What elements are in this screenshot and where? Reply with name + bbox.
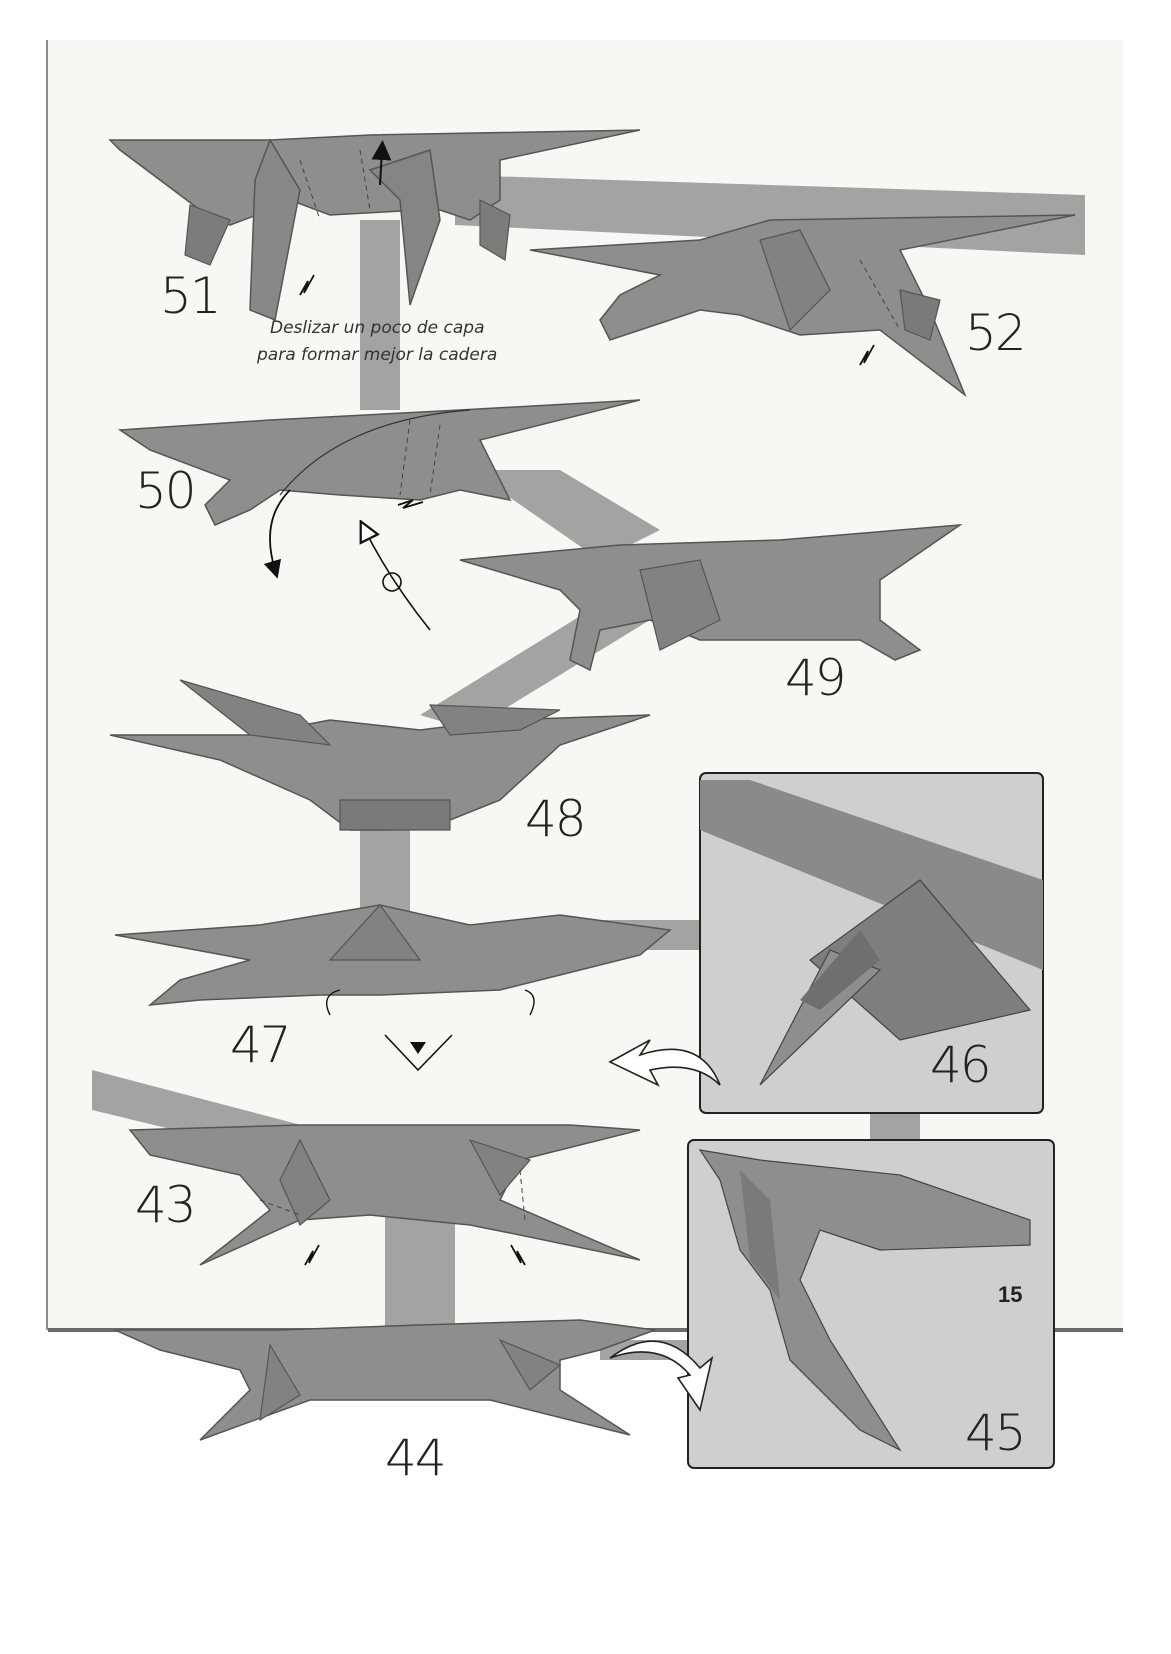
step-number-52: 52 [965,304,1025,362]
step-number-49: 49 [785,649,845,707]
mountain-fold-arrow-icon [300,275,314,295]
step-number-47: 47 [230,1016,290,1074]
step-number-44: 44 [385,1429,445,1487]
instruction-note-line-2: para formar mejor la cadera [256,345,497,365]
instruction-note-line-1: Deslizar un poco de capa [270,318,485,338]
model-step-47 [115,905,670,1070]
model-step-44 [115,1320,655,1440]
mountain-fold-arrow-icon [511,1245,525,1265]
rotate-arrow-icon [365,530,430,630]
mountain-fold-arrow-icon [398,500,423,508]
rotate-arrow-icon [270,490,290,570]
view-from-below-icon [385,1035,452,1070]
zoom-panel-step-46 [700,773,1043,1113]
mountain-fold-arrow-icon [860,345,874,365]
page-number: 15 [998,1282,1022,1308]
mountain-fold-arrow-icon [305,1245,319,1265]
step-number-45: 45 [965,1404,1025,1462]
step-number-46: 46 [930,1036,990,1094]
step-number-50: 50 [135,462,195,520]
step-number-51: 51 [160,267,220,325]
strip-51-50 [360,220,400,410]
step-number-48: 48 [525,790,585,848]
step-number-43: 43 [135,1176,195,1234]
